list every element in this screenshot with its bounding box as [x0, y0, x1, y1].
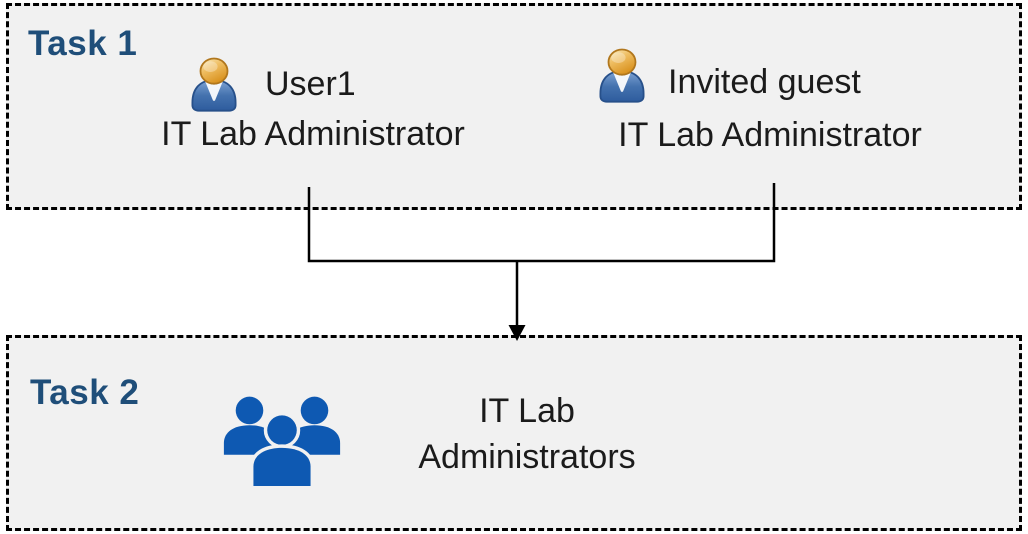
member-role: IT Lab Administrator — [618, 116, 922, 154]
member-role: IT Lab Administrator — [161, 115, 465, 153]
person-icon — [187, 57, 241, 119]
task1-label: Task 1 — [28, 24, 138, 63]
group-name-line2: Administrators — [418, 438, 636, 476]
group-name: IT Lab Administrators — [418, 388, 635, 480]
group-name-line1: IT Lab — [479, 392, 575, 430]
person-icon — [595, 48, 649, 110]
task2-label: Task 2 — [30, 373, 140, 412]
member-name: User1 — [265, 65, 356, 103]
people-group-icon — [217, 394, 347, 493]
member-name: Invited guest — [668, 63, 861, 101]
task1-box: Task 1 User1 IT Lab Administrator Invite… — [6, 3, 1022, 210]
task2-box: Task 2 IT Lab Administrators — [6, 335, 1022, 531]
